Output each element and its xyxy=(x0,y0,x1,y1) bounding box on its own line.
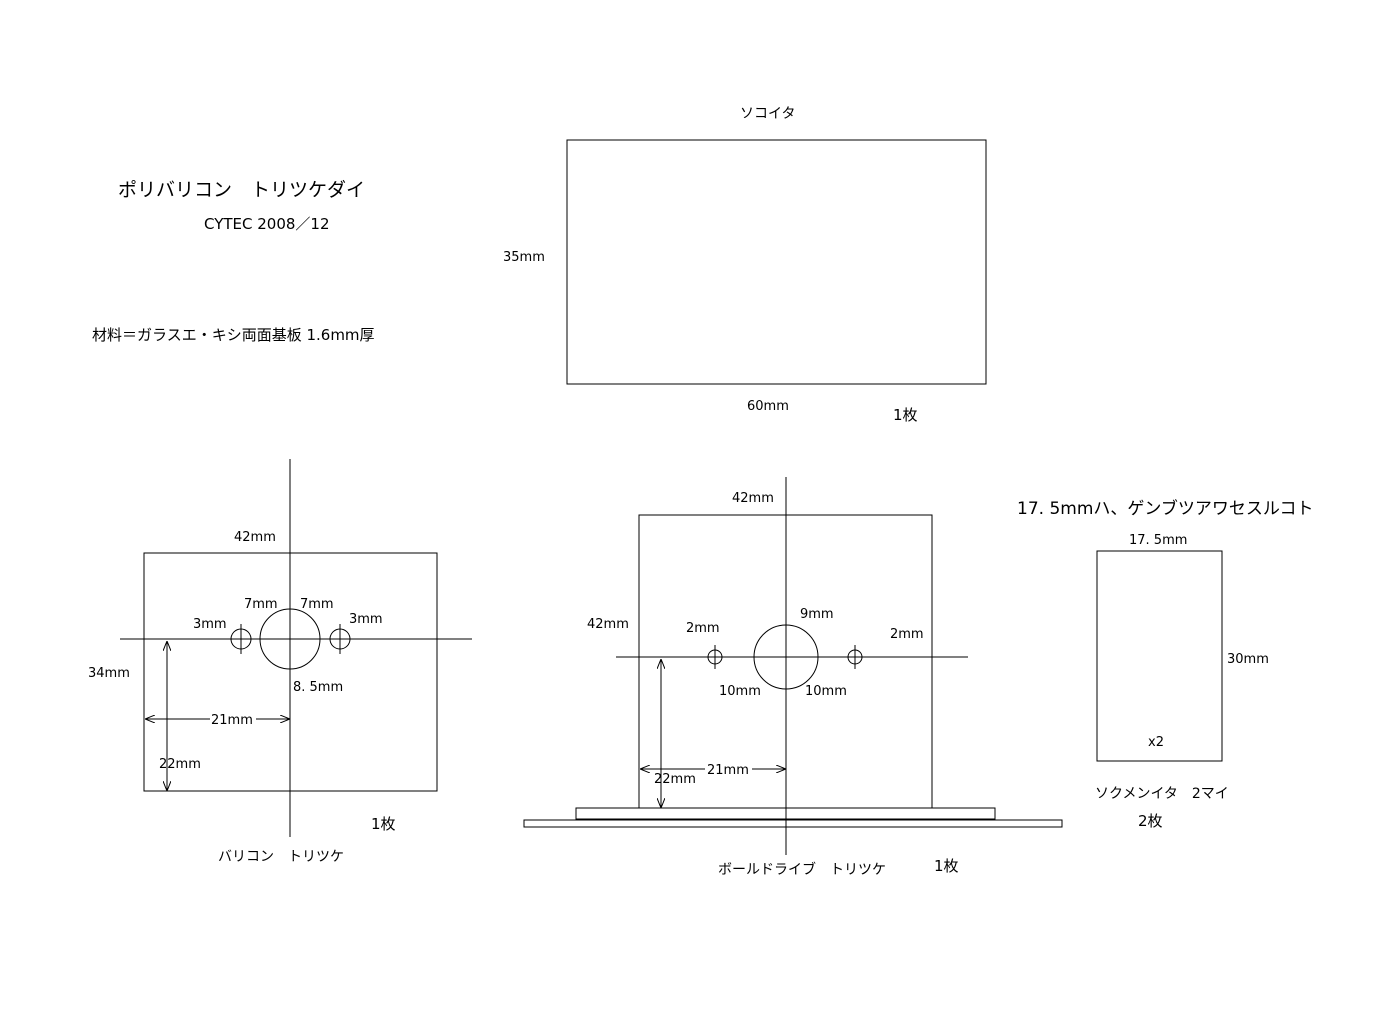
balldrive-qty: 1枚 xyxy=(934,857,959,875)
balldrive-small-hole-right-label: 2mm xyxy=(890,627,924,642)
varicon-mount-view: 42mm 34mm 3mm 7mm 7mm 3mm 8. 5mm 21mm 22… xyxy=(88,459,472,865)
balldrive-small-hole-left-label: 2mm xyxy=(686,621,720,636)
bottom-plate-qty: 1枚 xyxy=(893,406,918,424)
side-plate-width-label: 17. 5mm xyxy=(1129,533,1187,548)
varicon-qty: 1枚 xyxy=(371,815,396,833)
varicon-center-hole xyxy=(259,608,321,670)
balldrive-center-offset-label: 21mm xyxy=(707,763,749,778)
side-plate-qty: 2枚 xyxy=(1138,812,1163,830)
varicon-center-offset-label: 21mm xyxy=(211,713,253,728)
side-plate-outline xyxy=(1096,550,1223,762)
balldrive-mount-view: 42mm 42mm 2mm 9mm 2mm 10mm 10mm 21mm 22m… xyxy=(523,477,1063,878)
drawing-title: ポリバリコン トリツケダイ xyxy=(118,179,365,201)
balldrive-offset-left-label: 10mm xyxy=(719,684,761,699)
varicon-offset-right-label: 7mm xyxy=(300,597,334,612)
varicon-left-height-label: 34mm xyxy=(88,666,130,681)
bottom-plate-outline xyxy=(566,139,987,385)
side-plate-height-label: 30mm xyxy=(1227,652,1269,667)
side-plate-count-label: x2 xyxy=(1148,735,1164,750)
balldrive-center-hole xyxy=(753,624,819,690)
side-plate-caption: ソクメンイタ 2マイ xyxy=(1095,786,1229,802)
bottom-plate-width-label: 60mm xyxy=(747,399,789,414)
bottom-plate-title: ソコイタ xyxy=(740,106,795,122)
balldrive-center-hole-label: 9mm xyxy=(800,607,834,622)
varicon-top-width-label: 42mm xyxy=(234,530,276,545)
material-note: 材料＝ガラスエ・キシ両面基板 1.6mm厚 xyxy=(92,326,375,344)
bottom-plate-height-label: 35mm xyxy=(503,250,545,265)
bottom-plate-view: ソコイタ 35mm 60mm 1枚 xyxy=(503,106,987,424)
side-plate-view: 17. 5mmハ、ゲンブツアワセスルコト 17. 5mm 30mm x2 ソクメ… xyxy=(1017,498,1314,830)
balldrive-left-height-label: 42mm xyxy=(587,617,629,632)
balldrive-top-width-label: 42mm xyxy=(732,491,774,506)
varicon-caption: バリコン トリツケ xyxy=(218,849,344,865)
varicon-center-hole-label: 8. 5mm xyxy=(293,680,343,695)
drawing-subtitle: CYTEC 2008／12 xyxy=(204,215,330,233)
varicon-small-hole-left-label: 3mm xyxy=(193,617,227,632)
balldrive-caption: ボールドライブ トリツケ xyxy=(718,861,886,878)
balldrive-chassis xyxy=(523,819,1063,828)
varicon-offset-left-label: 7mm xyxy=(244,597,278,612)
balldrive-offset-right-label: 10mm xyxy=(805,684,847,699)
balldrive-hole-height-label: 22mm xyxy=(654,772,696,787)
side-plate-note: 17. 5mmハ、ゲンブツアワセスルコト xyxy=(1017,498,1314,519)
varicon-small-hole-right-label: 3mm xyxy=(349,612,383,627)
varicon-hole-height-label: 22mm xyxy=(159,757,201,772)
